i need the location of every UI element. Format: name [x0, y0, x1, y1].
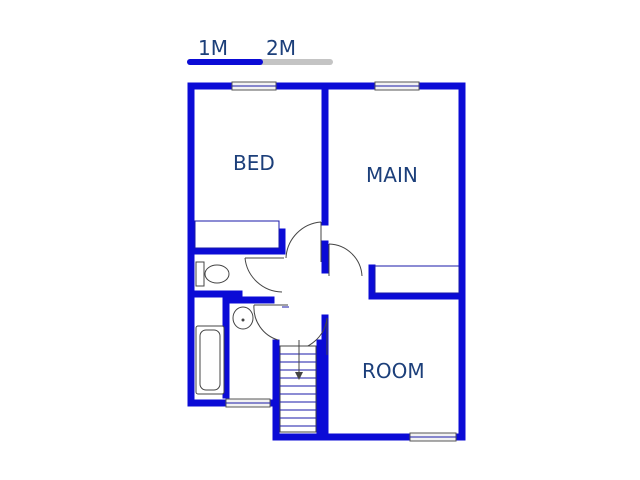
windows	[225, 81, 457, 442]
basin-drain	[241, 318, 245, 322]
door-bed	[285, 221, 322, 262]
staircase	[279, 340, 317, 433]
stair-frame	[279, 345, 317, 433]
door-main	[328, 243, 363, 277]
scale-bar: 1M 2M	[187, 36, 333, 65]
door-bath	[253, 304, 288, 341]
scale-label-1m: 1M	[198, 36, 228, 60]
built-ins	[194, 220, 460, 308]
main-wardrobe	[374, 265, 460, 294]
scale-label-2m: 2M	[266, 36, 296, 60]
bed-wardrobe	[194, 220, 280, 249]
toilet-tank	[195, 261, 205, 287]
room-label-bed: BED	[233, 151, 275, 175]
stair-arrow-icon	[295, 372, 303, 380]
basin	[232, 306, 254, 330]
bathtub-inner	[199, 329, 221, 391]
wall-main-room	[368, 264, 466, 300]
door-wc	[244, 257, 284, 293]
room-label-room: ROOM	[362, 359, 425, 383]
doors	[244, 221, 363, 355]
toilet-bowl	[204, 264, 230, 284]
room-label-main: MAIN	[366, 163, 418, 187]
walls	[187, 82, 466, 441]
fixtures	[195, 261, 254, 395]
